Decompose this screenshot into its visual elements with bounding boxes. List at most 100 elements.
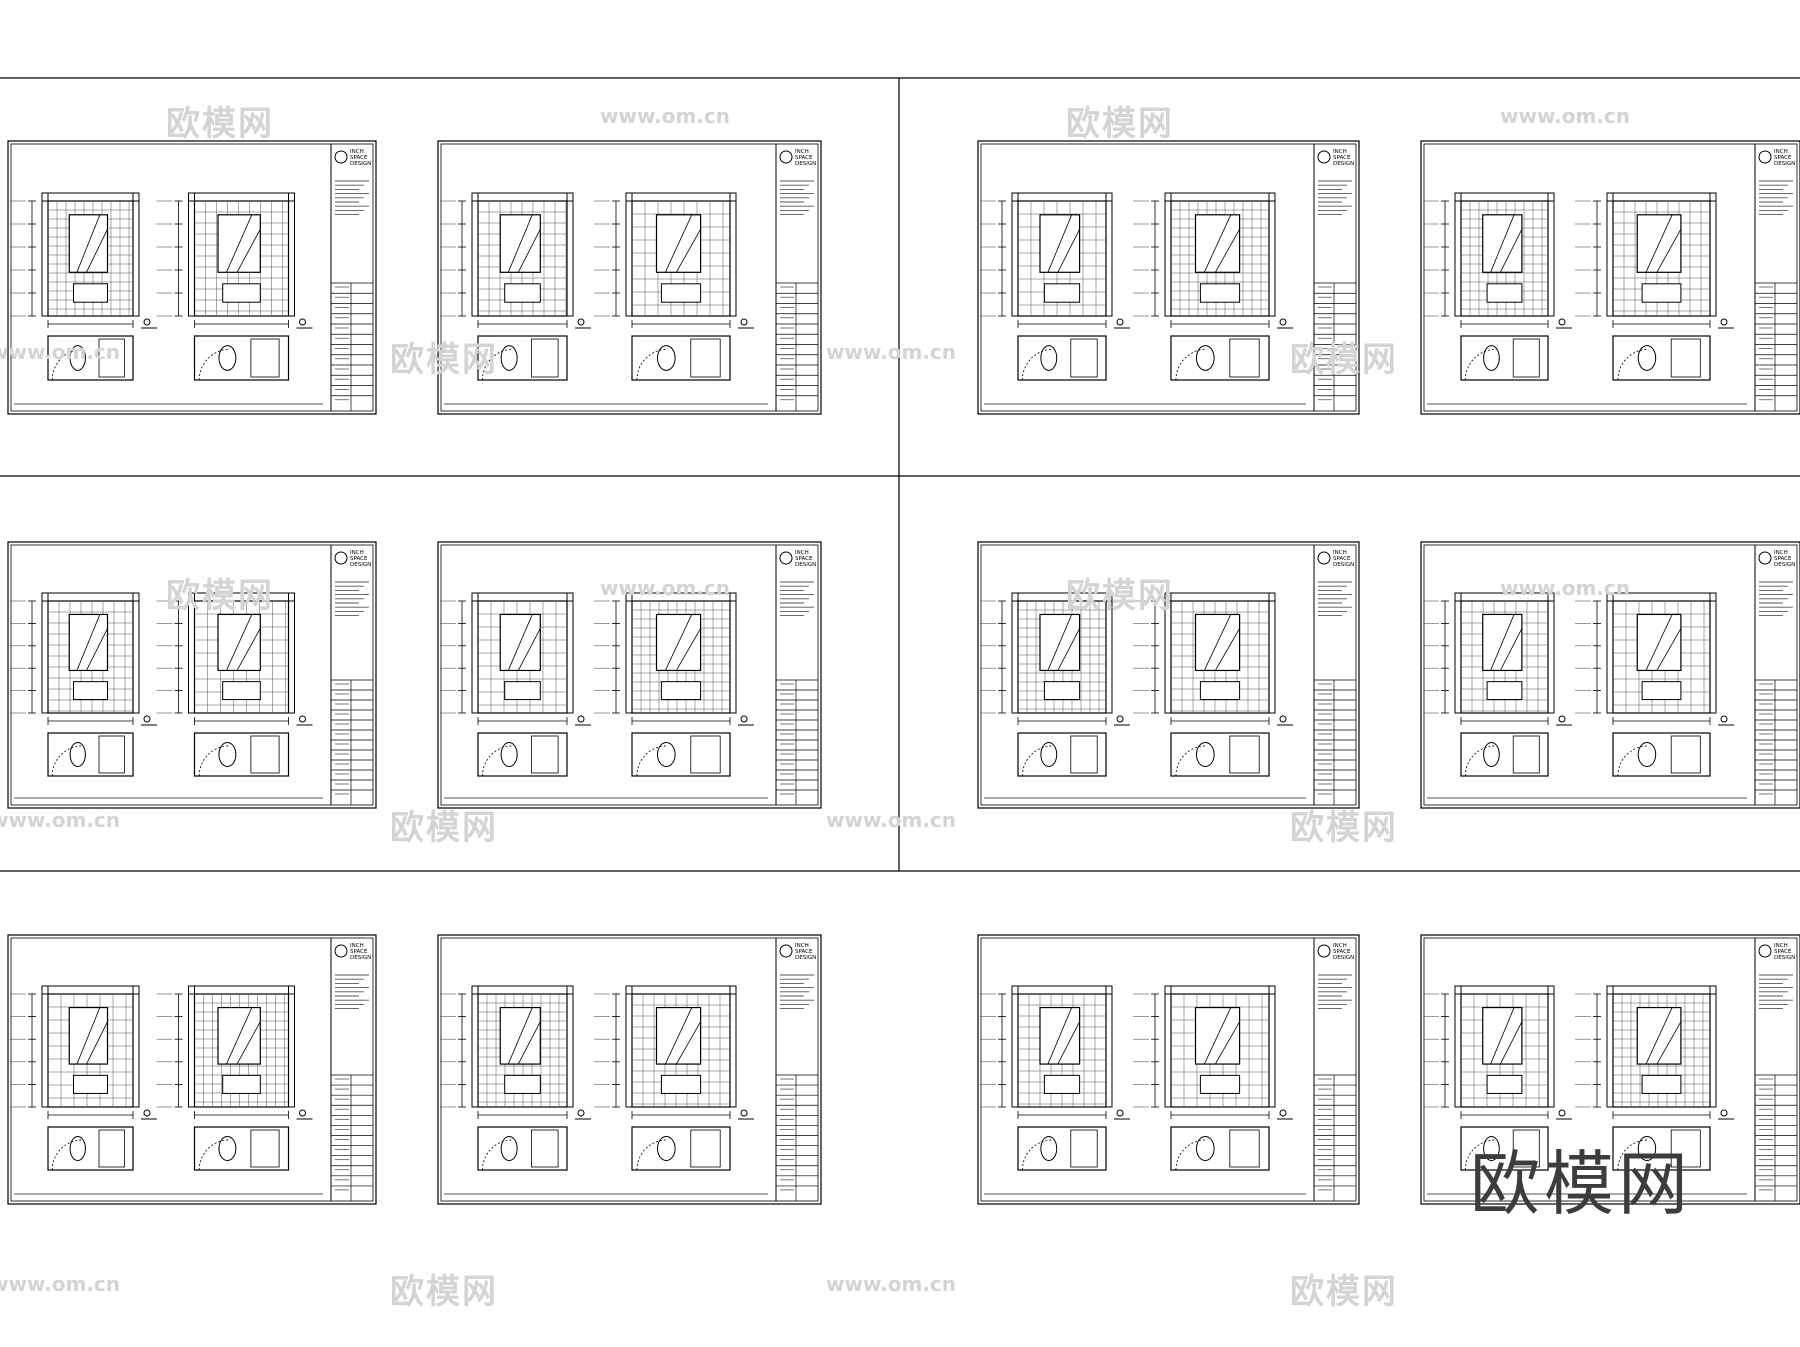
wall-section: [1606, 192, 1614, 317]
wall-section: [1164, 192, 1172, 317]
view-label-marker: [1116, 318, 1124, 326]
door-swing-arc: [1464, 745, 1496, 777]
wall-section: [1164, 985, 1172, 1108]
basin-plan-icon: [531, 735, 559, 774]
company-name-text: INCH: [795, 550, 809, 556]
view-label-marker: [299, 318, 306, 326]
wall-section: [1268, 592, 1276, 714]
company-logo-icon: [779, 944, 793, 958]
company-logo-icon: [334, 150, 348, 164]
company-logo-icon: [1317, 944, 1331, 958]
ceiling-slab: [1454, 592, 1555, 602]
vanity-fixture: [1486, 283, 1523, 303]
sheet-border: [437, 934, 822, 1205]
floor-plan-outline: [1170, 335, 1270, 381]
basin-plan-icon: [531, 1129, 559, 1168]
company-name-text: SPACE: [795, 556, 813, 562]
wall-section: [132, 192, 140, 317]
ceiling-slab: [1606, 192, 1717, 202]
sheet-border: [7, 934, 377, 1205]
glass-hatch-line: [1656, 228, 1682, 273]
ceiling-slab: [625, 592, 737, 602]
view-label-marker: [299, 715, 306, 723]
basin-plan-icon: [1512, 338, 1540, 378]
wall-section: [1606, 592, 1614, 714]
vanity-fixture: [1199, 1074, 1241, 1094]
toilet-plan-icon: [218, 741, 237, 768]
door-swing-arc: [482, 348, 514, 381]
ceiling-slab: [471, 985, 574, 995]
toilet-plan-icon: [1483, 741, 1500, 768]
sheet-border: [7, 140, 377, 415]
company-logo-icon: [1758, 944, 1772, 958]
wall-section: [471, 592, 479, 714]
glass-hatch-line: [1203, 614, 1232, 671]
wall-section: [1011, 592, 1019, 714]
toilet-plan-icon: [1637, 345, 1657, 371]
glass-hatch-line: [76, 614, 101, 671]
ceiling-slab: [41, 592, 140, 602]
wall-section: [132, 592, 140, 714]
sheet-inner-border: [10, 544, 374, 806]
glass-hatch-line: [226, 1007, 253, 1065]
floor-plan-outline: [631, 1126, 731, 1171]
company-name-text: INCH: [795, 943, 809, 949]
vanity-fixture: [73, 1074, 108, 1094]
elevation-outline: [1612, 600, 1711, 714]
elevation-outline: [631, 600, 731, 714]
view-label-marker: [740, 318, 748, 326]
glass-hatch-line: [517, 628, 541, 671]
wall-section: [566, 985, 574, 1108]
elevation-outline: [47, 600, 134, 714]
company-name-text: INCH: [1333, 550, 1347, 556]
vanity-fixture: [660, 283, 702, 303]
view-label-marker: [1279, 318, 1287, 326]
wall-section: [188, 592, 195, 714]
floor-plan-outline: [631, 732, 731, 777]
company-name-text: DESIGN: [1774, 161, 1795, 167]
vanity-fixture: [504, 1074, 541, 1094]
elevation-outline: [1460, 200, 1549, 317]
sheet-border: [437, 140, 822, 415]
company-name-text: DESIGN: [795, 161, 816, 167]
glass-hatch-line: [675, 628, 701, 671]
company-name-text: DESIGN: [350, 562, 371, 568]
door-swing-arc: [51, 348, 84, 381]
door-swing-arc: [1464, 1139, 1496, 1171]
toilet-plan-icon: [1483, 345, 1500, 371]
wall-section: [566, 192, 574, 317]
vanity-fixture: [222, 681, 261, 701]
glass-hatch-line: [1203, 214, 1232, 273]
glass-hatch-line: [1645, 1007, 1673, 1065]
ceiling-slab: [1454, 192, 1555, 202]
ceiling-slab: [1011, 592, 1113, 602]
company-name-text: SPACE: [1774, 556, 1792, 562]
elevation-outline: [47, 200, 134, 317]
door-swing-arc: [198, 1139, 230, 1171]
wall-section: [288, 985, 295, 1108]
floor-plan-outline: [1170, 732, 1270, 777]
door-swing-arc: [636, 348, 668, 381]
company-name-text: INCH: [1774, 550, 1788, 556]
view-label-marker: [577, 715, 585, 723]
elevation-outline: [477, 200, 568, 317]
company-name-text: SPACE: [1774, 949, 1792, 955]
basin-plan-icon: [1229, 735, 1260, 774]
vanity-fixture: [1199, 681, 1241, 701]
basin-plan-icon: [1512, 735, 1540, 774]
sheet-border: [7, 541, 377, 809]
glass-hatch-line: [226, 214, 253, 273]
wall-section: [625, 985, 633, 1108]
sheet-inner-border: [1423, 937, 1798, 1202]
glass-hatch-line: [517, 1021, 541, 1065]
glass-hatch-line: [675, 228, 701, 273]
door-swing-arc: [1617, 1139, 1648, 1171]
company-name-text: SPACE: [1333, 949, 1351, 955]
elevation-outline: [477, 600, 568, 714]
wall-section: [1606, 985, 1614, 1108]
company-name-text: DESIGN: [1333, 161, 1354, 167]
ceiling-slab: [188, 592, 295, 602]
sheet-inner-border: [1423, 143, 1798, 412]
toilet-plan-icon: [69, 345, 86, 371]
